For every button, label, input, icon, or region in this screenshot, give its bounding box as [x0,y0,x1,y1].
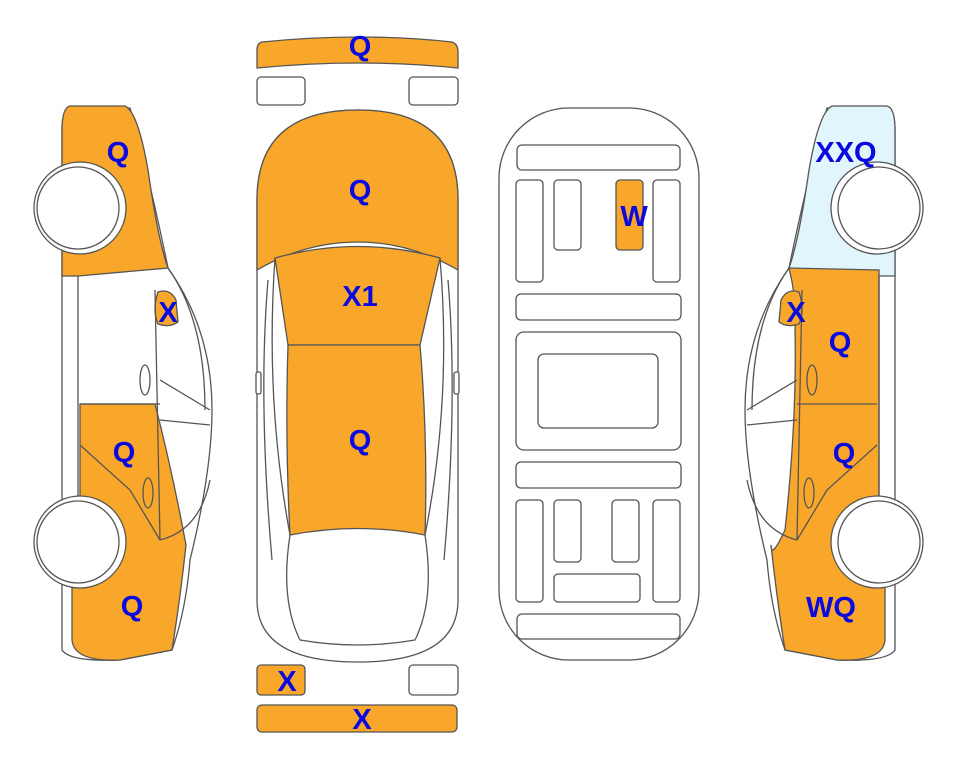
left-wheel-front [36,500,120,584]
rear-bar [515,461,682,489]
rear-bumper-panel[interactable] [256,704,458,733]
left-rear-panel[interactable] [71,403,187,661]
dashboard [516,144,681,171]
hood-panel[interactable] [256,109,459,272]
left-side-view: Q X Q Q [33,105,213,661]
front-right-door-trim [652,179,681,283]
label-hood: Q [349,175,372,207]
label-seat-panel: W [620,201,648,233]
label-windshield: X1 [342,281,377,313]
right-wheel-front [837,166,921,250]
left-rear-handle-icon [139,364,151,396]
trunk-panel [516,613,681,640]
front-left-light [256,76,306,106]
windshield-panel[interactable] [274,245,441,346]
left-mirror-top [255,371,262,395]
rear-left-corner-panel[interactable] [256,664,306,696]
label-right-rear-door: Q [833,438,856,470]
right-side-view: XXQ X Q Q WQ [744,105,924,661]
label-rear-bumper: X [352,704,372,736]
label-right-front-fender: XXQ [815,137,876,169]
label-left-front-fender: Q [107,137,130,169]
rear-bench [553,573,641,603]
label-front-bumper: Q [349,31,372,63]
rear-right-light [408,664,459,696]
label-right-front-door: Q [829,327,852,359]
center-bar [515,293,682,321]
right-mirror-top [453,371,460,395]
left-wheel-rear [36,166,120,250]
rear-right-door-trim [652,499,681,603]
rear-left-seat [553,499,582,563]
front-left-door-trim [515,179,544,283]
rear-left-door-trim [515,499,544,603]
center-console [537,353,659,429]
label-right-rear-fender: WQ [806,592,856,624]
rear-right-seat [611,499,640,563]
front-right-light [408,76,459,106]
right-wheel-rear [837,500,921,584]
front-right-seat-panel[interactable] [615,179,644,251]
label-left-front-door: Q [113,437,136,469]
top-body-lines [263,257,453,646]
roof-panel[interactable] [286,344,427,536]
label-rear-corner: X [277,666,297,698]
label-roof: Q [349,425,372,457]
right-rear-handle-icon [803,477,815,509]
label-left-rear-fender: Q [121,591,144,623]
front-left-seat [553,179,582,251]
left-door-lines [77,267,211,541]
right-front-handle-icon [806,364,818,396]
right-door-lines [746,267,880,541]
left-front-handle-icon [142,477,154,509]
label-left-mirror: X [158,297,178,329]
top-view: Q Q X1 Q X X [255,31,460,736]
interior-view: W [498,107,700,661]
front-bumper-panel[interactable] [256,36,459,69]
label-right-mirror: X [786,297,806,329]
